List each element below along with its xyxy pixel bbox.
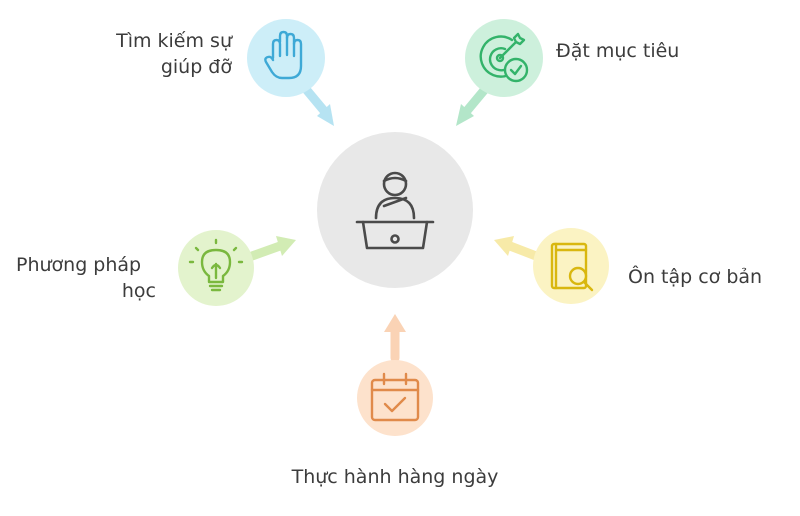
target-check-icon: [479, 32, 529, 83]
raised-hand-icon: [264, 30, 303, 80]
label-practice-line-1: Thực hành hàng ngày: [291, 466, 499, 488]
label-goals-line-1: Đặt mục tiêu: [556, 40, 680, 62]
person-at-desk-icon: [355, 171, 435, 250]
label-practice: Thực hành hàng ngày: [245, 464, 545, 490]
label-methods-line-1: Phương pháp: [16, 254, 142, 276]
label-methods: Phương pháp học: [16, 252, 156, 304]
node-practice: [357, 360, 433, 436]
label-goals: Đặt mục tiêu: [556, 38, 679, 64]
label-help-line-2: giúp đỡ: [160, 56, 232, 78]
arrow-goals-to-center: [456, 83, 491, 126]
label-methods-line-2: học: [121, 280, 156, 302]
arrow-practice-to-center: [384, 314, 406, 363]
arrow-methods-to-center: [247, 236, 296, 261]
node-methods: [178, 230, 254, 306]
label-review-line-1: Ôn tập cơ bản: [628, 266, 763, 288]
node-review: [533, 228, 609, 304]
label-review: Ôn tập cơ bản: [628, 264, 762, 290]
lightbulb-icon: [188, 238, 244, 292]
arrow-review-to-center: [494, 236, 541, 261]
label-help: Tìm kiếm sự giúp đỡ: [80, 28, 232, 80]
label-help-line-1: Tìm kiếm sự: [116, 30, 232, 52]
book-search-icon: [550, 242, 594, 292]
calendar-check-icon: [370, 372, 420, 422]
arrow-help-to-center: [300, 83, 334, 126]
node-help: [247, 19, 325, 97]
center-node: [317, 132, 473, 288]
node-goals: [465, 19, 543, 97]
